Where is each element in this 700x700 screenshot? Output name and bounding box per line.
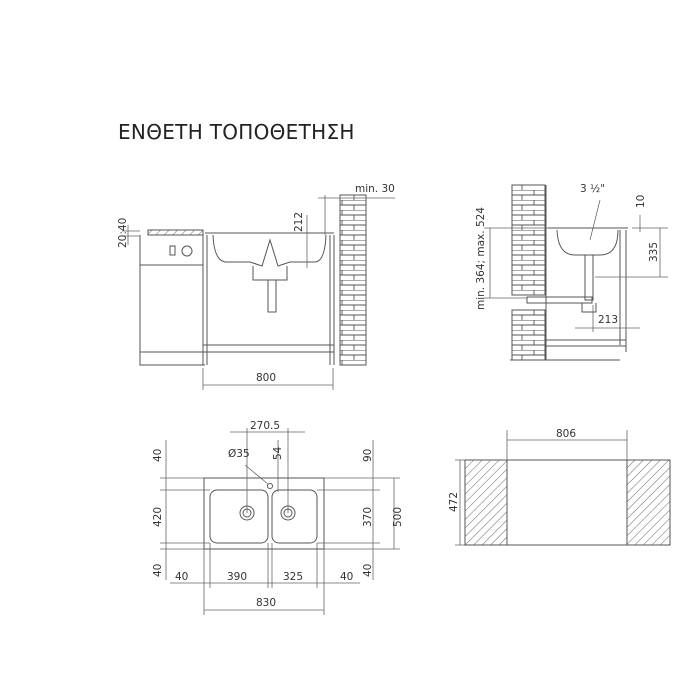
tap-offset-label: 54 (272, 446, 284, 460)
cutout-width-label: 806 (556, 428, 576, 440)
left-bowl (209, 489, 269, 544)
cutout-depth-label: 472 (448, 492, 460, 512)
bowl-depth-label: 212 (293, 212, 305, 232)
margin-right-label: 40 (340, 571, 353, 583)
total-depth-label: 500 (392, 507, 404, 527)
sink-bowl-front (205, 232, 334, 267)
countertop-section (147, 229, 204, 236)
wall-outlet-label: min. 364; max. 524 (475, 207, 487, 310)
socket-icon (169, 245, 176, 256)
right-bottom-label: 40 (362, 564, 374, 577)
top-view: 270.5 Ø35 54 40 420 40 90 370 500 40 40 … (152, 420, 404, 615)
bowl-left-width-label: 390 (227, 571, 247, 583)
brick-wall-lower (511, 309, 546, 361)
tap-hole-icon (267, 483, 273, 489)
sink-bowl-side (545, 227, 628, 352)
right-bowl-depth-label: 370 (362, 507, 374, 527)
page-title: ΕΝΘΕΤΗ ΤΟΠΟΘΕΤΗΣΗ (118, 120, 355, 144)
total-width-label: 830 (256, 597, 276, 609)
counter-thickness-label: 20:40 (117, 218, 129, 248)
siphon (252, 266, 288, 313)
brick-wall-upper (511, 184, 546, 296)
cutout-view: 806 472 (448, 428, 671, 546)
brick-wall (339, 194, 367, 366)
left-bowl-depth-label: 420 (152, 507, 164, 527)
right-top-label: 90 (362, 449, 374, 462)
drain-height-label: 335 (648, 242, 660, 262)
left-cabinet (139, 235, 205, 366)
sink-cabinet (202, 235, 335, 365)
margin-left-label: 40 (175, 571, 188, 583)
left-bottom-label: 40 (152, 564, 164, 577)
side-view: 3 ½" 10 335 min. 364; max. 524 213 (475, 183, 668, 361)
socket-icon (181, 245, 193, 257)
cabinet-width-label: 800 (256, 372, 276, 384)
min-gap-label: min. 30 (355, 183, 395, 195)
side-siphon (526, 255, 597, 313)
sink-outline (203, 477, 325, 550)
tap-hole-label: Ø35 (228, 448, 250, 460)
outlet-offset-label: 213 (598, 314, 618, 326)
front-view: min. 30 20:40 212 800 (117, 183, 395, 390)
left-top-label: 40 (152, 449, 164, 462)
drain-size-label: 3 ½" (580, 183, 605, 195)
right-bowl (271, 489, 318, 544)
rim-label: 10 (635, 195, 647, 208)
bowl-right-width-label: 325 (283, 571, 303, 583)
countertop-hatch (464, 459, 671, 546)
center-distance-label: 270.5 (250, 420, 280, 432)
